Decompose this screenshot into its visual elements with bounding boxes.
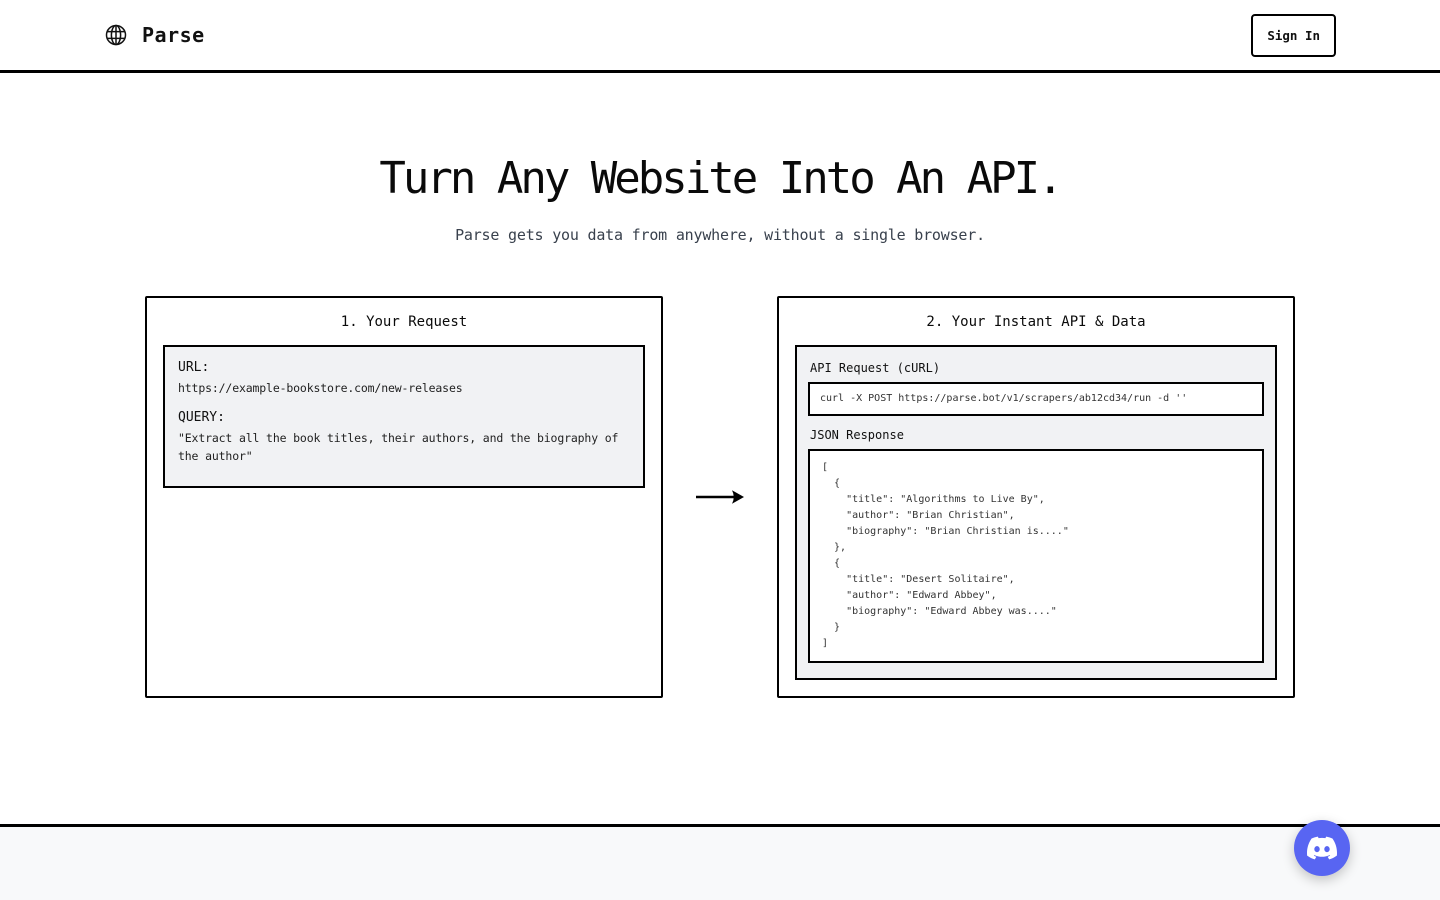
request-details-box: URL: https://example-bookstore.com/new-r…: [163, 345, 645, 488]
demo-row: 1. Your Request URL: https://example-boo…: [0, 296, 1440, 698]
hero-section: Turn Any Website Into An API. Parse gets…: [0, 73, 1440, 824]
response-card-title: 2. Your Instant API & Data: [926, 314, 1146, 330]
arrow-right-icon: [663, 488, 777, 506]
discord-icon: [1307, 833, 1337, 863]
curl-command: curl -X POST https://parse.bot/v1/scrape…: [808, 382, 1264, 416]
url-label: URL:: [178, 360, 210, 375]
request-card-title: 1. Your Request: [340, 314, 468, 330]
json-response: [ { "title": "Algorithms to Live By", "a…: [808, 449, 1264, 663]
globe-icon: [104, 23, 128, 47]
header: Parse Sign In: [0, 0, 1440, 73]
page-title: Turn Any Website Into An API.: [379, 153, 1063, 204]
url-value: https://example-bookstore.com/new-releas…: [178, 381, 463, 395]
footer: [0, 824, 1440, 900]
discord-button[interactable]: [1294, 820, 1350, 876]
response-card: 2. Your Instant API & Data API Request (…: [777, 296, 1295, 698]
query-label: QUERY:: [178, 410, 225, 426]
sign-in-button[interactable]: Sign In: [1251, 13, 1336, 57]
request-card: 1. Your Request URL: https://example-boo…: [145, 296, 663, 698]
brand-name: Parse: [142, 23, 205, 47]
query-value: "Extract all the book titles, their auth…: [178, 431, 619, 463]
json-label: JSON Response: [810, 428, 904, 442]
curl-label: API Request (cURL): [810, 361, 941, 375]
brand[interactable]: Parse: [104, 23, 205, 47]
page-subtitle: Parse gets you data from anywhere, witho…: [455, 226, 985, 244]
api-panel: API Request (cURL) curl -X POST https://…: [795, 345, 1277, 680]
